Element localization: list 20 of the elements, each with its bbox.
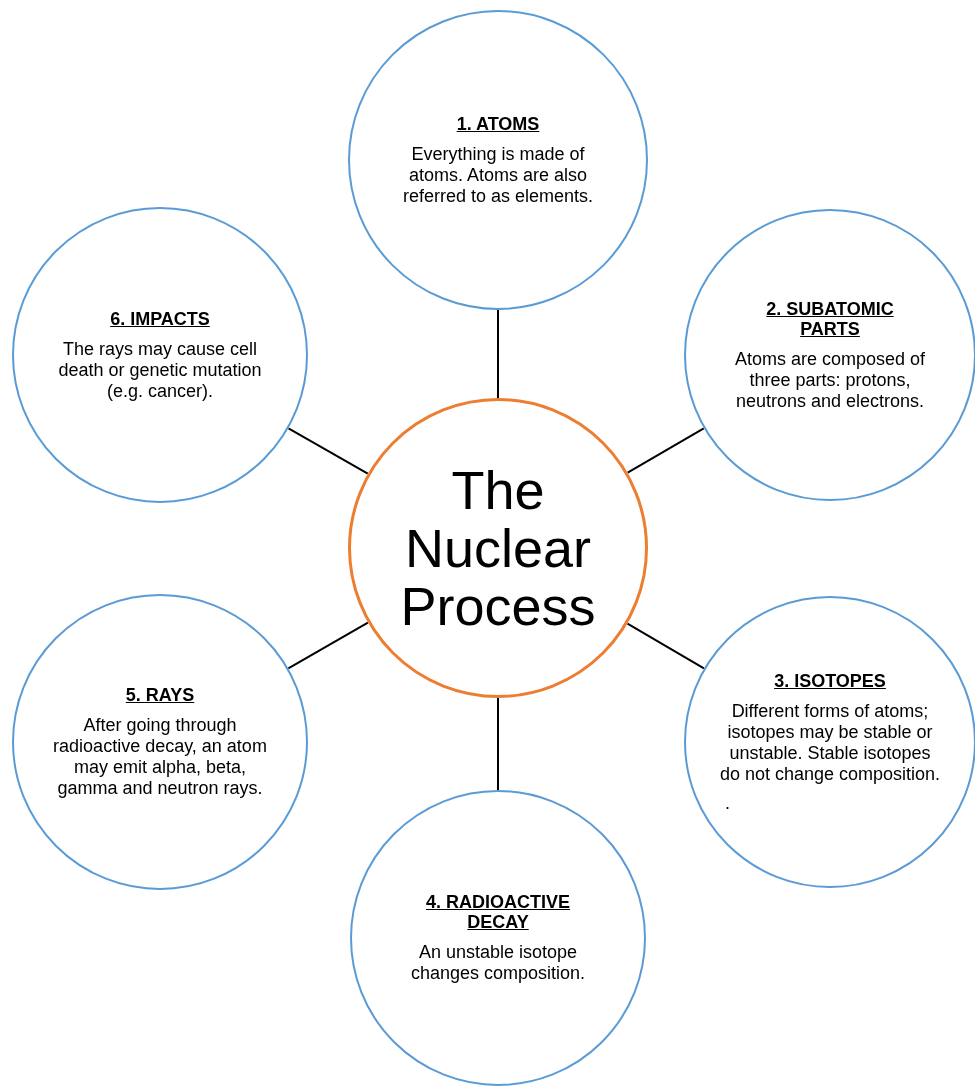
- connector-line: [497, 697, 499, 791]
- topic-description: The rays may cause cell death or genetic mutation (e.g. cancer).: [57, 338, 263, 402]
- connector-line: [497, 309, 499, 399]
- topic-description: Everything is made of atoms. Atoms are also referred to as elements.: [401, 143, 595, 207]
- topic-description: Different forms of atoms; isotopes may be stable or unstable. Stable isotopes do not change composition.: [719, 700, 941, 785]
- connector-line: [626, 622, 705, 670]
- topic-description: An unstable isotope changes composition.: [409, 942, 587, 984]
- topic-description: Atoms are composed of three parts: protons, neutrons and electrons.: [733, 348, 927, 412]
- topic-heading: 2. SUBATOMIC PARTS: [765, 298, 895, 339]
- connector-line: [287, 427, 369, 475]
- topic-description: After going through radioactive decay, an atom may emit alpha, beta, gamma and neutron rays.: [52, 715, 268, 799]
- topic-heading: 3. ISOTOPES: [773, 670, 887, 691]
- topic-heading: 5. RAYS: [124, 685, 196, 705]
- connector-line: [287, 621, 369, 670]
- central-title: The Nuclear Process: [399, 461, 597, 635]
- topic-heading: 6. IMPACTS: [109, 308, 211, 329]
- topic-heading: 1. ATOMS: [455, 113, 541, 134]
- connector-line: [626, 427, 705, 474]
- stray-mark: .: [725, 792, 731, 814]
- topic-heading: 4. RADIOACTIVE DECAY: [425, 892, 571, 932]
